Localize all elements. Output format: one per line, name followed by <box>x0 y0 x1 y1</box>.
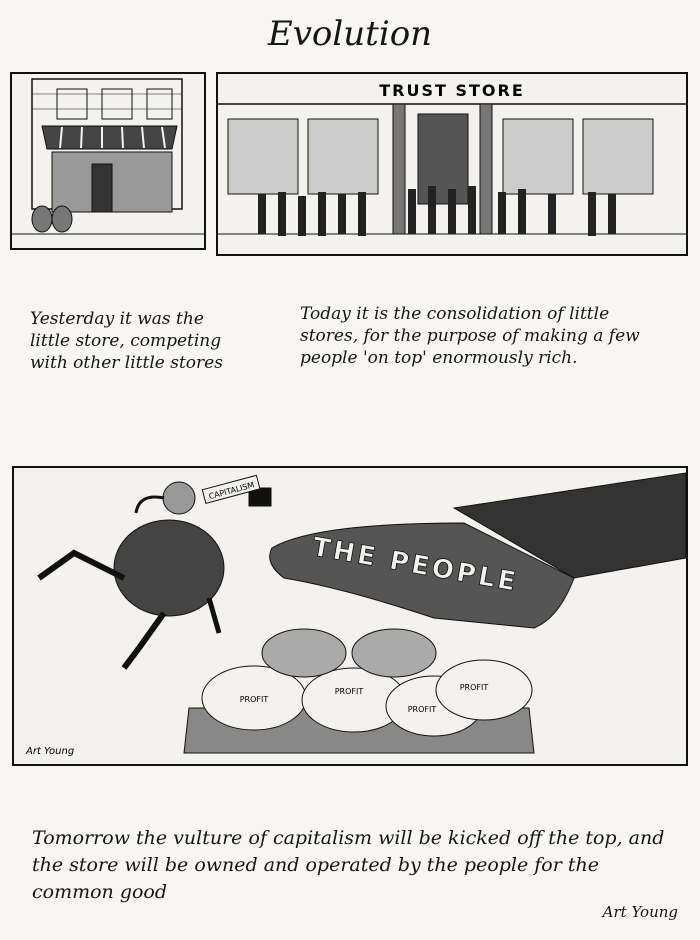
little-store-illustration <box>12 78 204 235</box>
profit-egg-label: PROFIT <box>240 695 269 704</box>
trust-store-illustration: TRUST STORE <box>218 81 686 236</box>
the-people-illustration: CAPITALISM THE PEOPLE PROFIT PROFIT PROF… <box>25 472 687 757</box>
panel-the-people: CAPITALISM THE PEOPLE PROFIT PROFIT PROF… <box>12 466 688 766</box>
profit-egg-label: PROFIT <box>408 705 437 714</box>
panel-little-store <box>10 72 206 250</box>
artist-signature-panel: Art Young <box>25 746 74 757</box>
caption-tomorrow: Tomorrow the vulture of capitalism will … <box>32 827 665 903</box>
caption-today: Today it is the consolidation of little … <box>300 304 640 368</box>
profit-egg-label: PROFIT <box>335 687 364 696</box>
artist-signature: Art Young <box>602 903 678 921</box>
panel-trust-store: TRUST STORE <box>216 72 688 256</box>
crowd <box>258 186 616 236</box>
caption-yesterday: Yesterday it was the little store, compe… <box>30 309 223 373</box>
trust-store-sign: TRUST STORE <box>379 81 525 100</box>
profit-egg-label: PROFIT <box>460 683 489 692</box>
cartoon-title: Evolution <box>267 14 433 54</box>
